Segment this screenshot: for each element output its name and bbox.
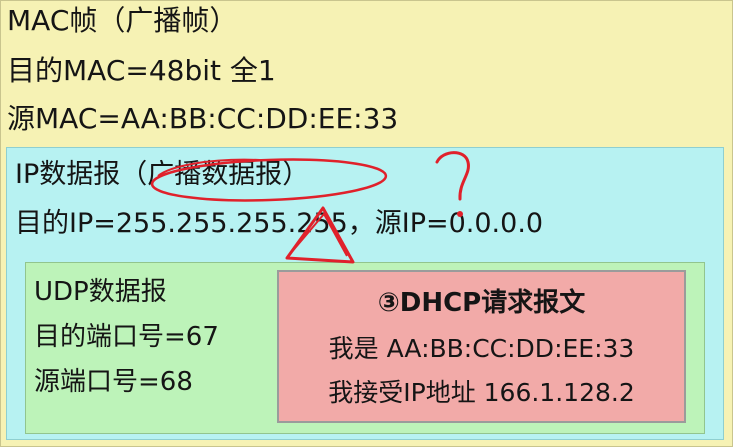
dhcp-accept-ip-line: 我接受IP地址 166.1.128.2 [328, 378, 635, 407]
mac-src-address: 源MAC=AA:BB:CC:DD:EE:33 [7, 102, 399, 135]
dhcp-request-title: ③DHCP请求报文 [377, 288, 586, 318]
dhcp-client-mac-line: 我是 AA:BB:CC:DD:EE:33 [328, 334, 635, 363]
ip-datagram-title: IP数据报（广播数据报） [15, 159, 310, 190]
dhcp-request-box: ③DHCP请求报文 我是 AA:BB:CC:DD:EE:33 我接受IP地址 1… [277, 270, 686, 423]
mac-frame-title: MAC帧（广播帧） [7, 4, 238, 37]
udp-src-port: 源端口号=68 [34, 367, 193, 397]
ip-addresses: 目的IP=255.255.255.255，源IP=0.0.0.0 [15, 208, 544, 239]
mac-dest-address: 目的MAC=48bit 全1 [7, 54, 276, 87]
udp-dest-port: 目的端口号=67 [34, 322, 219, 352]
udp-datagram-title: UDP数据报 [34, 277, 167, 307]
